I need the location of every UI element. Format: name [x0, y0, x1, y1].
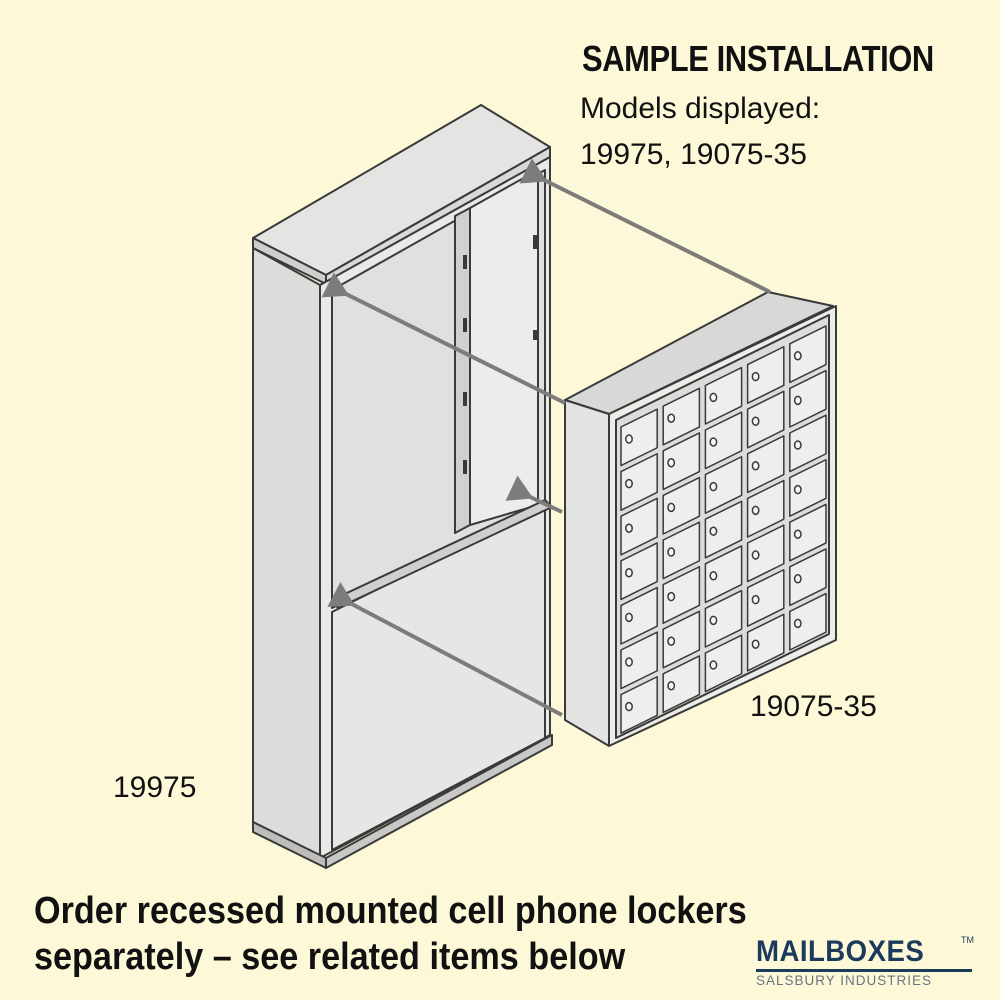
- lock-icon: [625, 568, 633, 578]
- locker-door: [746, 613, 785, 672]
- cabinet-19975: [252, 104, 553, 869]
- locker-door: [662, 610, 701, 669]
- logo-underline: [756, 969, 972, 972]
- lock-icon: [709, 660, 718, 670]
- locker-door: [620, 542, 658, 601]
- locker-door: [704, 589, 743, 648]
- logo-wordmark: MAILBOXES: [756, 935, 925, 968]
- locker-19075-35: [564, 291, 837, 747]
- locker-door: [746, 435, 785, 494]
- lock-icon: [667, 413, 676, 423]
- locker-door: [789, 503, 827, 562]
- locker-door: [620, 497, 658, 556]
- lock-icon: [751, 639, 760, 649]
- lock-icon: [709, 526, 718, 536]
- lock-icon: [709, 392, 718, 403]
- locker-door: [704, 634, 743, 693]
- locker-door: [662, 432, 701, 491]
- cabinet-side-panel: [252, 247, 321, 859]
- installation-arrows: [321, 158, 771, 717]
- lock-icon: [667, 681, 676, 691]
- locker-model-label: 19075-35: [750, 690, 877, 723]
- locker-door: [704, 366, 743, 425]
- lock-icon: [751, 371, 760, 382]
- lock-icon: [709, 437, 718, 447]
- lock-icon: [667, 458, 676, 468]
- lock-icon: [751, 461, 760, 471]
- locker-door: [704, 411, 743, 470]
- mailboxes-logo: MAILBOXES TM SALSBURY INDUSTRIES: [756, 935, 976, 995]
- cabinet-center-divider: [454, 207, 471, 534]
- locker-door: [704, 500, 743, 559]
- order-note: Order recessed mounted cell phone locker…: [34, 888, 747, 980]
- lock-icon: [793, 618, 802, 629]
- logo-trademark: TM: [961, 935, 974, 945]
- locker-door: [746, 569, 785, 627]
- models-displayed-list: 19975, 19075-35: [580, 138, 807, 171]
- divider-mounting-holes: [463, 235, 537, 474]
- locker-door: [620, 631, 658, 690]
- arrow-top-right: [519, 158, 771, 294]
- lock-icon: [625, 434, 633, 444]
- locker-door: [704, 545, 743, 604]
- lock-icon: [793, 574, 802, 584]
- locker-door: [620, 586, 658, 645]
- locker-door: [789, 325, 827, 384]
- locker-door: [746, 524, 785, 583]
- locker-door: [746, 346, 785, 404]
- locker-door: [746, 390, 785, 449]
- lock-icon: [793, 351, 802, 361]
- lock-icon: [625, 478, 633, 489]
- locker-side: [564, 399, 610, 747]
- page-title: SAMPLE INSTALLATION: [582, 38, 934, 79]
- locker-door: [662, 655, 701, 714]
- lock-icon: [667, 591, 676, 602]
- order-note-line2: separately – see related items below: [34, 936, 626, 978]
- lock-icon: [751, 505, 760, 516]
- locker-door: [662, 521, 701, 580]
- lock-icon: [667, 502, 676, 513]
- locker-door: [662, 476, 701, 535]
- locker-door: [789, 548, 827, 607]
- lock-icon: [625, 612, 633, 623]
- lock-icon: [793, 440, 802, 450]
- arrow-lower-left: [327, 582, 563, 717]
- locker-door: [704, 456, 743, 514]
- lock-icon: [793, 529, 802, 539]
- lock-icon: [709, 481, 718, 492]
- locker-door: [620, 453, 658, 511]
- lock-icon: [793, 484, 802, 495]
- lock-icon: [751, 550, 760, 560]
- locker-door: [789, 592, 827, 651]
- cabinet-model-label: 19975: [113, 771, 197, 804]
- locker-door: [789, 414, 827, 473]
- lock-icon: [667, 636, 676, 646]
- lock-icon: [751, 416, 760, 426]
- lock-icon: [625, 523, 633, 533]
- lock-icon: [709, 615, 718, 626]
- locker-doors: [620, 325, 827, 734]
- locker-door: [789, 369, 827, 428]
- lock-icon: [625, 701, 633, 712]
- cabinet-base-right: [325, 734, 553, 869]
- locker-door: [789, 459, 827, 517]
- lock-icon: [667, 547, 676, 557]
- arrow-upper-left: [321, 272, 566, 405]
- locker-door: [620, 408, 658, 467]
- lock-icon: [751, 594, 760, 605]
- arrow-middle: [505, 475, 563, 514]
- lock-icon: [625, 657, 633, 667]
- locker-door: [662, 387, 701, 446]
- models-displayed-label: Models displayed:: [580, 92, 821, 125]
- lock-icon: [709, 571, 718, 581]
- locker-door: [662, 566, 701, 624]
- order-note-line1: Order recessed mounted cell phone locker…: [34, 890, 747, 932]
- logo-subtitle: SALSBURY INDUSTRIES: [756, 973, 933, 988]
- cabinet-back-panel: [469, 169, 539, 526]
- lock-icon: [793, 395, 802, 406]
- locker-door: [746, 479, 785, 538]
- locker-door: [620, 676, 658, 734]
